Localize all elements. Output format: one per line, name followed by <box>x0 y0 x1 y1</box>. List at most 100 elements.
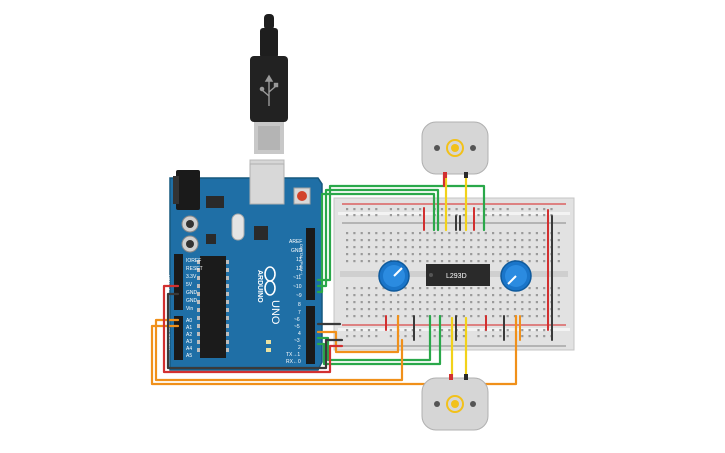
breadboard-hole[interactable] <box>535 301 538 304</box>
breadboard-hole[interactable] <box>477 239 480 242</box>
breadboard-hole[interactable] <box>470 294 473 297</box>
breadboard-hole[interactable] <box>506 253 509 256</box>
breadboard-hole[interactable] <box>492 329 495 332</box>
breadboard-hole[interactable] <box>484 308 487 311</box>
breadboard-hole[interactable] <box>492 287 495 290</box>
breadboard-hole[interactable] <box>528 246 531 249</box>
breadboard-hole[interactable] <box>375 308 378 311</box>
breadboard-hole[interactable] <box>535 294 538 297</box>
breadboard-hole[interactable] <box>389 308 392 311</box>
breadboard-hole[interactable] <box>411 208 414 211</box>
breadboard-hole[interactable] <box>426 301 429 304</box>
breadboard-hole[interactable] <box>535 260 538 263</box>
breadboard-hole[interactable] <box>484 335 487 338</box>
breadboard-hole[interactable] <box>346 239 349 242</box>
breadboard-hole[interactable] <box>521 260 524 263</box>
breadboard-hole[interactable] <box>462 315 465 318</box>
breadboard-hole[interactable] <box>440 232 444 235</box>
breadboard-hole[interactable] <box>455 294 458 297</box>
breadboard-hole[interactable] <box>426 246 429 249</box>
breadboard-hole[interactable] <box>353 315 356 318</box>
breadboard-hole[interactable] <box>389 246 392 249</box>
breadboard-hole[interactable] <box>419 232 422 235</box>
breadboard-hole[interactable] <box>528 287 531 290</box>
breadboard-hole[interactable] <box>419 301 422 304</box>
breadboard-hole[interactable] <box>521 315 524 318</box>
breadboard-hole[interactable] <box>426 287 429 290</box>
breadboard-hole[interactable] <box>521 232 524 235</box>
breadboard-hole[interactable] <box>528 239 531 242</box>
breadboard-hole[interactable] <box>360 315 363 318</box>
breadboard-hole[interactable] <box>426 260 429 263</box>
breadboard-hole[interactable] <box>484 239 487 242</box>
breadboard-hole[interactable] <box>353 208 356 211</box>
breadboard-hole[interactable] <box>382 294 385 297</box>
breadboard-hole[interactable] <box>455 287 458 290</box>
breadboard-hole[interactable] <box>419 239 422 242</box>
breadboard-hole[interactable] <box>462 287 465 290</box>
breadboard-hole[interactable] <box>448 294 451 297</box>
breadboard-hole[interactable] <box>382 315 385 318</box>
breadboard-hole[interactable] <box>419 315 422 318</box>
breadboard-hole[interactable] <box>535 214 538 217</box>
breadboard-hole[interactable] <box>543 253 546 256</box>
breadboard-hole[interactable] <box>462 294 465 297</box>
breadboard-hole[interactable] <box>543 301 546 304</box>
breadboard-hole[interactable] <box>375 208 378 211</box>
breadboard-hole[interactable] <box>411 260 414 263</box>
breadboard-hole[interactable] <box>543 287 546 290</box>
breadboard-hole[interactable] <box>462 239 465 242</box>
breadboard-hole[interactable] <box>346 253 349 256</box>
breadboard-hole[interactable] <box>492 301 495 304</box>
breadboard-hole[interactable] <box>346 260 349 263</box>
breadboard-hole[interactable] <box>543 239 546 242</box>
breadboard-hole[interactable] <box>367 208 371 211</box>
breadboard-hole[interactable] <box>528 294 531 297</box>
breadboard-hole[interactable] <box>426 232 429 235</box>
breadboard-hole[interactable] <box>462 335 465 338</box>
breadboard-hole[interactable] <box>448 260 451 263</box>
breadboard-hole[interactable] <box>426 253 429 256</box>
breadboard-hole[interactable] <box>557 246 560 249</box>
breadboard-hole[interactable] <box>506 329 509 332</box>
breadboard-hole[interactable] <box>411 308 414 311</box>
breadboard-hole[interactable] <box>499 287 502 290</box>
breadboard-hole[interactable] <box>492 335 495 338</box>
breadboard-hole[interactable] <box>375 260 378 263</box>
breadboard-hole[interactable] <box>499 208 502 211</box>
breadboard-hole[interactable] <box>346 329 349 332</box>
breadboard-hole[interactable] <box>389 208 392 211</box>
breadboard-hole[interactable] <box>382 260 385 263</box>
breadboard-hole[interactable] <box>448 208 451 211</box>
breadboard-hole[interactable] <box>455 260 458 263</box>
breadboard-hole[interactable] <box>470 232 473 235</box>
breadboard-hole[interactable] <box>535 246 538 249</box>
breadboard-hole[interactable] <box>404 329 407 332</box>
breadboard-hole[interactable] <box>353 260 356 263</box>
breadboard-hole[interactable] <box>462 329 465 332</box>
breadboard-hole[interactable] <box>440 246 444 249</box>
breadboard-hole[interactable] <box>557 239 560 242</box>
breadboard-hole[interactable] <box>367 246 371 249</box>
breadboard-hole[interactable] <box>470 287 473 290</box>
breadboard-hole[interactable] <box>346 301 349 304</box>
breadboard-hole[interactable] <box>506 232 509 235</box>
breadboard-hole[interactable] <box>535 329 538 332</box>
breadboard-hole[interactable] <box>462 308 465 311</box>
breadboard-hole[interactable] <box>528 208 531 211</box>
breadboard-hole[interactable] <box>419 308 422 311</box>
breadboard-hole[interactable] <box>375 315 378 318</box>
breadboard-hole[interactable] <box>484 301 487 304</box>
breadboard-hole[interactable] <box>448 253 451 256</box>
breadboard-hole[interactable] <box>389 329 392 332</box>
breadboard-hole[interactable] <box>440 335 444 338</box>
breadboard-hole[interactable] <box>353 253 356 256</box>
breadboard-hole[interactable] <box>367 239 371 242</box>
breadboard-hole[interactable] <box>513 253 517 256</box>
breadboard-hole[interactable] <box>411 294 414 297</box>
breadboard-hole[interactable] <box>411 315 414 318</box>
breadboard-hole[interactable] <box>404 246 407 249</box>
breadboard-hole[interactable] <box>470 260 473 263</box>
arduino-uno-board[interactable]: ARDUINO UNO DIGITAL (PWM~) POWER ANALOG … <box>166 163 323 371</box>
breadboard-hole[interactable] <box>528 301 531 304</box>
